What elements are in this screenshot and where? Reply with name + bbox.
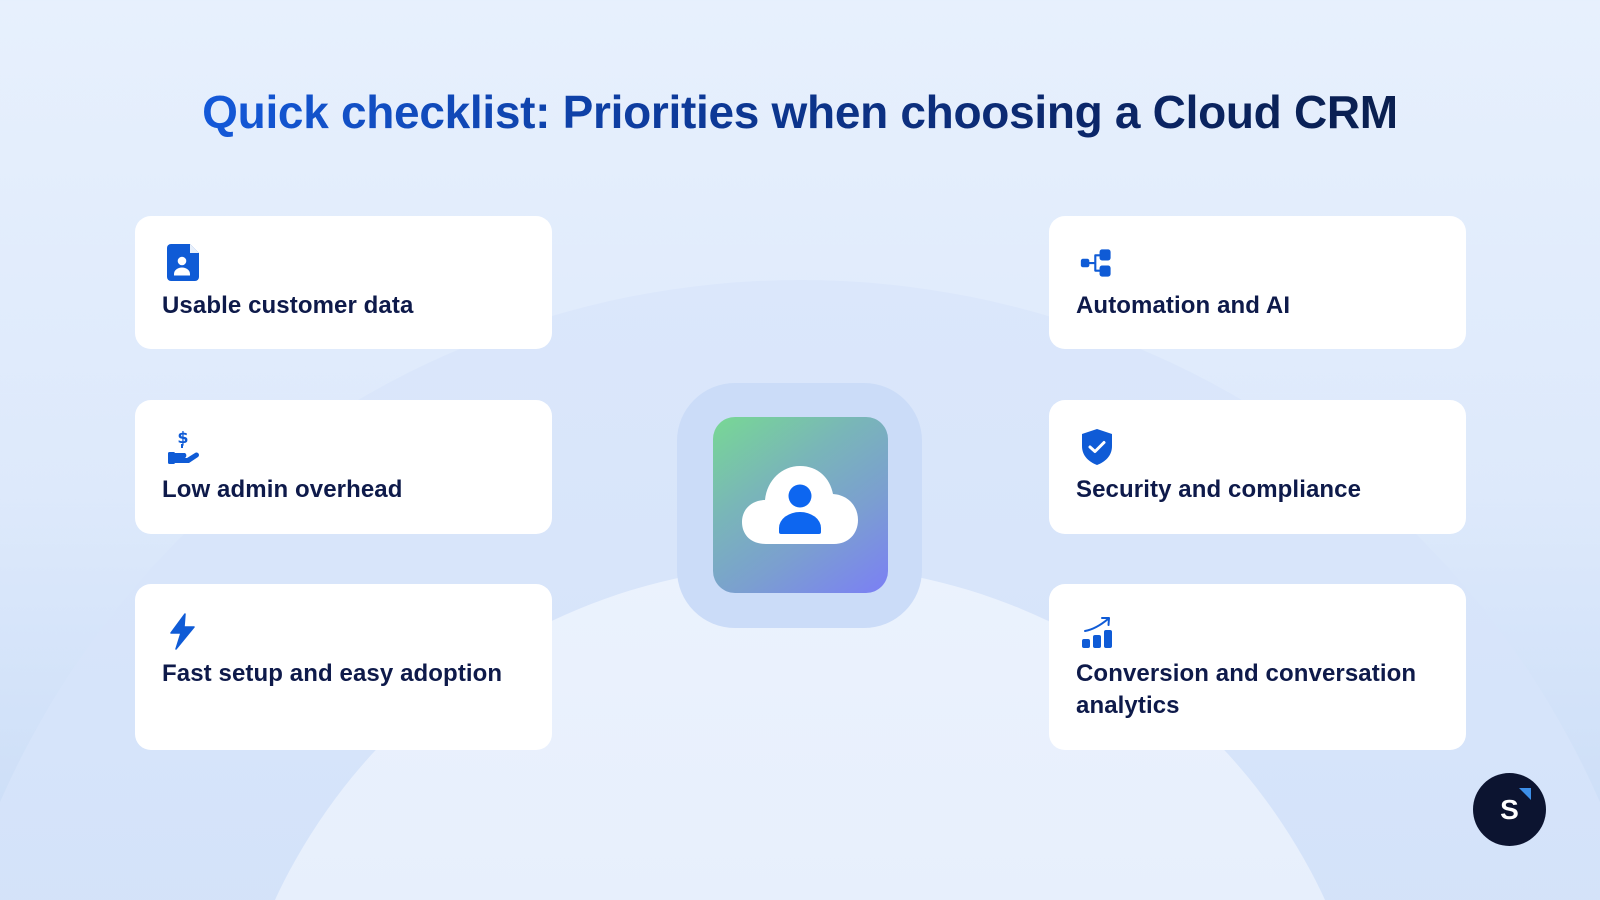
shield-check-icon — [1082, 429, 1112, 465]
checklist-label: Low admin overhead — [162, 476, 403, 503]
checklist-card-low-admin-overhead: $ Low admin overhead — [135, 400, 552, 534]
growth-chart-icon — [1082, 617, 1112, 648]
cloud-user-icon — [742, 466, 858, 544]
checklist-card-automation-ai: Automation and AI — [1049, 216, 1466, 349]
brand-logo: S — [1473, 773, 1546, 846]
brand-corner-accent — [1519, 788, 1531, 800]
workflow-tree-icon — [1080, 249, 1111, 277]
lightning-bolt-icon — [170, 613, 195, 650]
checklist-label: Conversion and conversation analytics — [1076, 660, 1417, 719]
hand-dollar-icon: $ — [168, 428, 199, 464]
checklist-card-usable-customer-data: Usable customer data — [135, 216, 552, 349]
user-file-icon — [167, 244, 199, 281]
checklist-label: Automation and AI — [1076, 292, 1291, 319]
page-title: Quick checklist: Priorities when choosin… — [202, 86, 1398, 138]
brand-letter: S — [1500, 793, 1519, 825]
checklist-card-analytics: Conversion and conversation analytics — [1049, 584, 1466, 750]
checklist-label: Usable customer data — [162, 292, 414, 319]
checklist-label: Security and compliance — [1076, 476, 1362, 503]
checklist-card-security-compliance: Security and compliance — [1049, 400, 1466, 534]
checklist-label: Fast setup and easy adoption — [162, 660, 503, 687]
svg-text:$: $ — [177, 428, 188, 447]
checklist-card-fast-setup: Fast setup and easy adoption — [135, 584, 552, 750]
